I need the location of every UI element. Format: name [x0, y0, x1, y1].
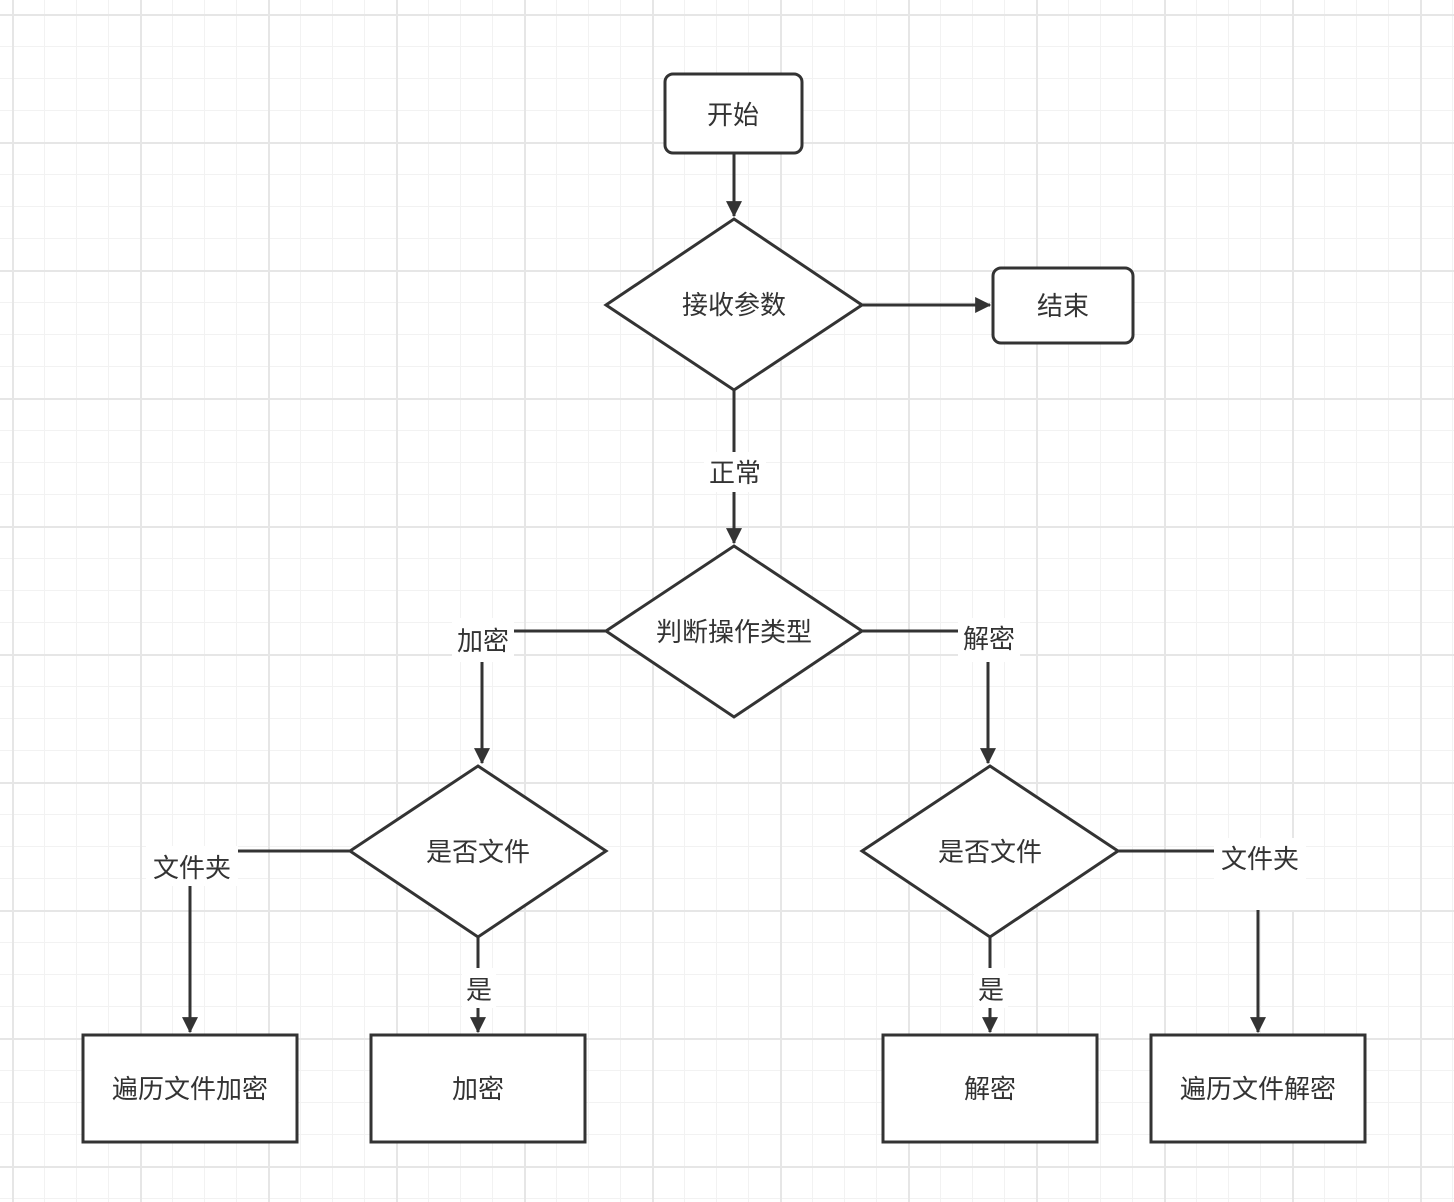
edge-label-decrypt-text: 解密: [963, 625, 1015, 655]
node-start-label: 开始: [707, 101, 759, 131]
node-encrypt-label: 加密: [452, 1075, 504, 1105]
edge-label-encrypt-text: 加密: [457, 627, 509, 657]
node-is-file-left-label: 是否文件: [426, 838, 530, 868]
node-end[interactable]: 结束: [991, 266, 1135, 345]
node-is-file-right[interactable]: 是否文件: [859, 764, 1121, 939]
node-is-file-right-label: 是否文件: [938, 838, 1042, 868]
node-traverse-encrypt-label: 遍历文件加密: [112, 1075, 268, 1105]
node-receive-params[interactable]: 接收参数: [603, 217, 865, 392]
node-traverse-decrypt[interactable]: 遍历文件解密: [1149, 1033, 1367, 1144]
node-decrypt[interactable]: 解密: [881, 1033, 1099, 1144]
edge-label-normal-text: 正常: [709, 459, 761, 489]
edge-label-folder-left-text: 文件夹: [153, 854, 231, 884]
node-start[interactable]: 开始: [663, 72, 804, 155]
node-traverse-encrypt[interactable]: 遍历文件加密: [81, 1033, 299, 1144]
edge-label-decrypt: 解密: [958, 618, 1020, 662]
edge-label-yes-left: 是: [462, 968, 496, 1008]
node-traverse-decrypt-label: 遍历文件解密: [1180, 1075, 1336, 1105]
edge-label-yes-left-text: 是: [466, 976, 492, 1006]
nodes: 开始 接收参数 结束 判断操作类型 是否文件 是否文件: [81, 72, 1367, 1144]
node-decrypt-label: 解密: [964, 1075, 1016, 1105]
edge-label-encrypt: 加密: [452, 618, 514, 662]
node-judge-op-type-label: 判断操作类型: [656, 618, 812, 648]
node-judge-op-type[interactable]: 判断操作类型: [603, 544, 865, 719]
node-encrypt[interactable]: 加密: [369, 1033, 587, 1144]
edge-label-normal: 正常: [704, 452, 766, 492]
edge-label-yes-right-text: 是: [978, 976, 1004, 1006]
edge-labels: 正常 加密 解密 文件夹 是 是 文件夹: [146, 452, 1306, 1008]
edge-label-folder-right-text: 文件夹: [1221, 845, 1299, 875]
edge-label-yes-right: 是: [974, 968, 1008, 1008]
node-is-file-left[interactable]: 是否文件: [347, 764, 609, 939]
node-receive-params-label: 接收参数: [682, 291, 786, 321]
edge-label-folder-left: 文件夹: [146, 846, 238, 886]
edge-label-folder-right: 文件夹: [1214, 838, 1306, 910]
node-end-label: 结束: [1037, 292, 1089, 322]
